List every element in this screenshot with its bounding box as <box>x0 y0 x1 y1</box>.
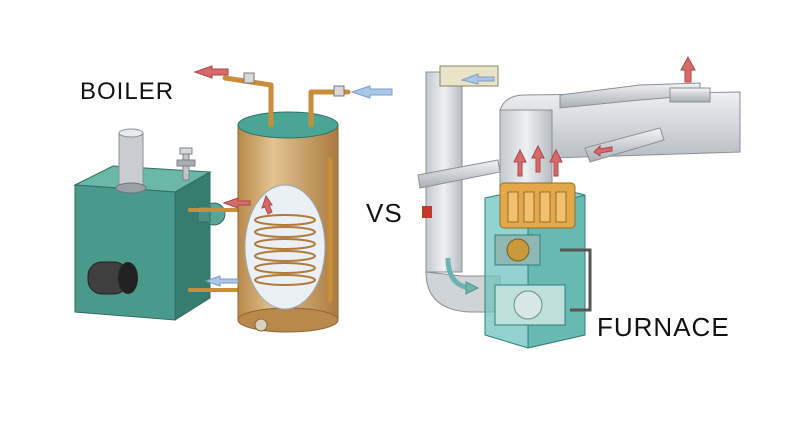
versus-label: VS <box>366 198 403 228</box>
round-duct <box>417 127 665 189</box>
pressure-valve <box>176 147 196 181</box>
cold-water-arrows <box>204 85 393 287</box>
water-tank <box>237 111 339 333</box>
burner-port <box>87 261 138 295</box>
thermostat-box <box>422 206 432 218</box>
circulator-pump <box>197 202 226 226</box>
heating-coil <box>254 214 316 286</box>
blower-assembly <box>494 234 566 326</box>
return-air-arrows <box>445 73 495 295</box>
furnace-label: FURNACE <box>597 312 730 342</box>
warm-air-arrows <box>513 55 696 177</box>
valves <box>243 72 345 97</box>
boiler-label: BOILER <box>80 78 175 105</box>
boiler-piping <box>188 208 247 292</box>
gas-line <box>560 248 592 312</box>
exhaust-flue <box>115 128 147 194</box>
heat-exchanger <box>499 182 576 229</box>
hot-water-arrows <box>193 65 273 215</box>
branch-duct <box>559 82 711 109</box>
